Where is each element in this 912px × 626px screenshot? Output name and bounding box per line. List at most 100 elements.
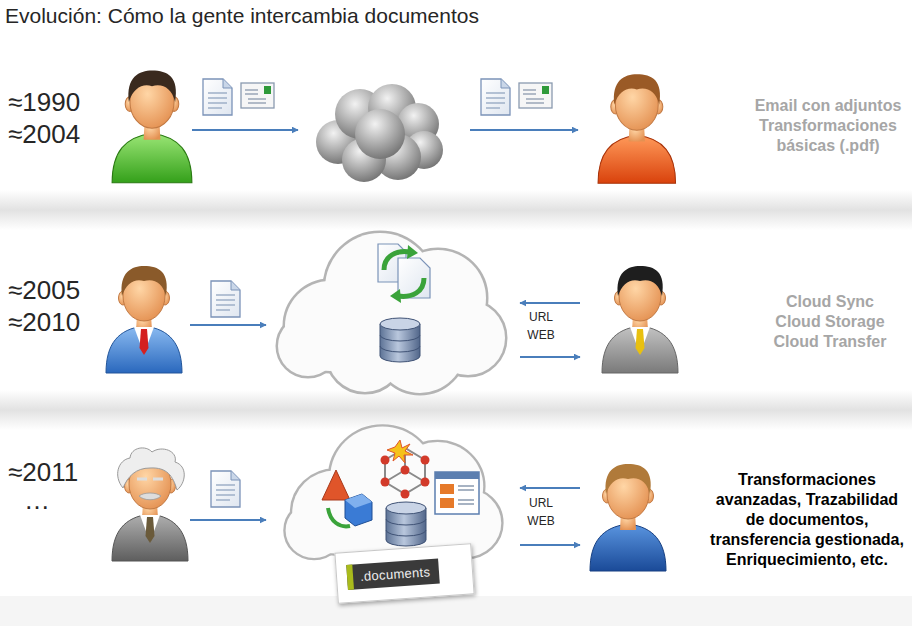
flow-arrow [190,324,266,326]
window-icon-part [435,472,479,514]
database-icon-part [380,318,420,362]
person-orange-part [614,74,660,105]
logo-card: .documents [334,543,474,603]
molecule-icon-part [381,478,390,487]
cloud-dark-part [355,109,405,159]
person-orange-part [598,135,676,183]
shapes-icon-part [328,508,350,526]
response-arrow [520,356,580,358]
person-grey-suit-part [636,329,645,355]
era-description: Email con adjuntos Transformaciones bási… [750,96,906,156]
cloud-dark [316,84,443,182]
molecule-icon-part [401,466,410,475]
link-label: URL [529,496,553,511]
sync-icon-part [407,245,418,259]
window-icon-part [440,484,454,494]
sync-icon-part [390,289,401,303]
person-einstein-part [146,517,155,543]
database-icon [380,318,420,362]
email-icon [241,83,274,108]
document-icon-part [211,471,240,507]
era-years: ≈1990 [8,86,80,119]
molecule-icon [381,440,430,499]
document-icon-part [203,79,232,115]
person-einstein [112,448,188,561]
molecule-icon-part [401,490,410,499]
person-blue-suit-part [140,329,149,355]
cloud-part [278,233,505,393]
person-orange [598,74,676,183]
person-green-part [128,70,176,102]
sync-icon-part [398,278,424,296]
person-einstein-part [139,493,161,500]
era-years: ≈2010 [8,306,80,339]
request-arrow [520,487,580,489]
person-blue-suit-part [106,326,182,373]
person-grey-suit-part [602,326,678,373]
person-green [112,70,192,182]
era-description: Cloud Sync Cloud Storage Cloud Transfer [766,292,894,352]
logo-text: .documents [346,559,440,590]
molecule-icon-part [387,440,413,463]
era-years: … [24,484,50,517]
person-einstein-part [112,514,188,561]
window-icon-part [440,498,454,508]
flow-arrow [192,129,298,131]
window-icon-part [435,472,479,479]
link-label: WEB [527,514,554,529]
person-blue-suit-part [134,327,154,354]
link-label: URL [529,310,553,325]
document-icon [203,79,232,115]
shapes-icon [322,470,372,526]
sync-icon [378,244,430,303]
person-green-part [112,133,192,182]
email-icon [519,83,552,108]
molecule-icon-part [421,478,430,487]
person-einstein-part [137,478,163,481]
cloud-part [278,233,505,393]
document-icon-part [481,79,510,115]
flow-arrow [190,519,266,521]
sync-icon-part [398,258,430,298]
diagram-title: Evolución: Cómo la gente intercambia doc… [5,3,479,29]
sync-icon-part [384,252,410,270]
email-icon-part [241,83,274,108]
database-icon [386,502,426,546]
era-years: ≈2011 [8,456,78,489]
flow-arrow [470,129,578,131]
person-blue-part [606,464,651,494]
person-grey-suit-part [630,327,650,354]
document-icon [211,471,240,507]
window-icon-part [458,486,474,504]
document-icon [211,281,240,317]
cloud [278,233,505,393]
person-blue-suit-part [122,266,167,296]
email-icon-part [519,83,552,108]
link-label: WEB [527,328,554,343]
person-blue [590,464,666,571]
shapes-icon-part [345,494,372,526]
row-separator [0,190,912,230]
row-ground [0,596,912,626]
person-einstein-part [140,515,160,542]
response-arrow [520,544,580,546]
era-years: ≈2005 [8,274,80,307]
window-icon [435,472,479,514]
era-description: Transformaciones avanzadas, Trazabilidad… [708,470,906,570]
shapes-icon-part [322,470,350,500]
molecule-icon-part [381,456,390,465]
era-years: ≈2004 [8,118,80,151]
person-grey-suit-part [618,266,663,296]
person-blue-part [590,524,666,571]
shapes-icon-part [345,494,372,508]
molecule-icon-part [421,456,430,465]
document-icon [481,79,510,115]
person-grey-suit [602,266,678,373]
person-einstein-part [118,448,185,490]
request-arrow [520,302,580,304]
database-icon-part [386,502,426,546]
row-separator [0,390,912,430]
person-blue-suit [106,266,182,373]
